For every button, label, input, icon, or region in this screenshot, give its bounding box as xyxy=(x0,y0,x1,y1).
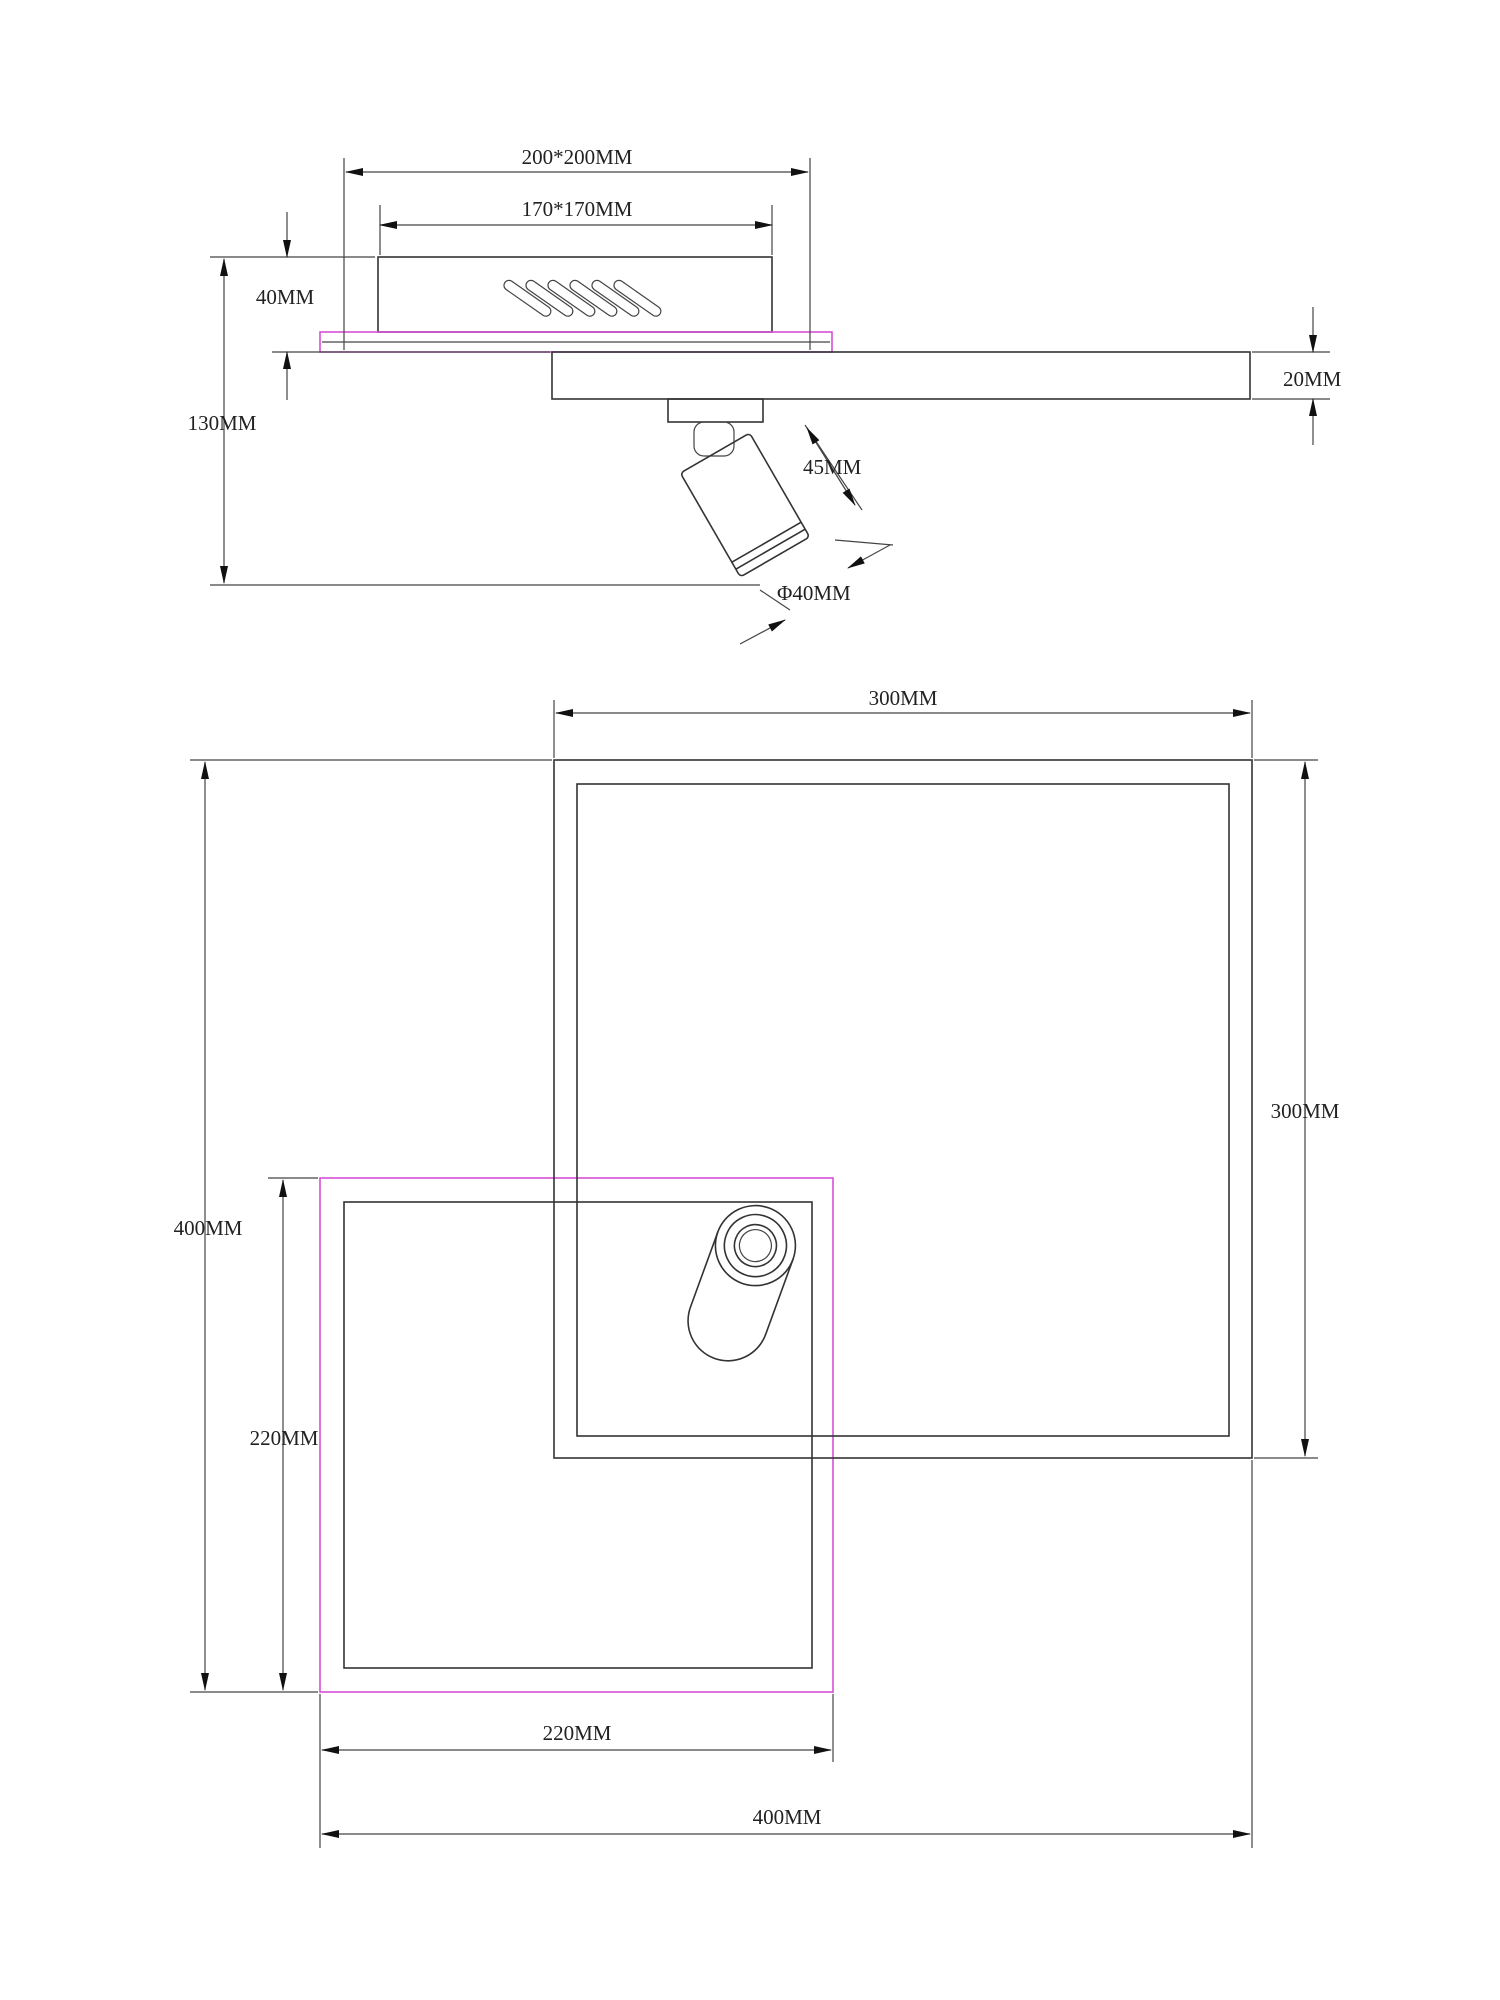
dim-label-130: 130MM xyxy=(188,411,257,435)
frame-bar-side xyxy=(551,351,1251,400)
dim-line-45 xyxy=(806,427,856,506)
dim-label-400-width: 400MM xyxy=(753,1805,822,1829)
dim-label-170x170: 170*170MM xyxy=(522,197,633,221)
dim-label-400-height: 400MM xyxy=(174,1216,243,1240)
dim-label-40: 40MM xyxy=(256,285,315,309)
dim-label-300-height: 300MM xyxy=(1271,1099,1340,1123)
large-square-inner xyxy=(576,783,1230,1437)
dim-label-220-width: 220MM xyxy=(543,1721,612,1745)
small-square-inner xyxy=(343,1201,813,1669)
dim-line-40-dia-b xyxy=(739,619,786,645)
spotlight-plan xyxy=(687,1204,797,1362)
dim-label-200x200: 200*200MM xyxy=(522,145,633,169)
side-extension-lines xyxy=(210,158,1330,611)
large-square-outer xyxy=(553,759,1253,1459)
dim-label-220-height: 220MM xyxy=(250,1426,319,1450)
dim-label-45: 45MM xyxy=(803,455,862,479)
top-extension-lines xyxy=(190,700,1318,1848)
top-view: 300MM 300MM 400MM 220MM 220MM 400MM xyxy=(174,686,1340,1848)
dim-label-20: 20MM xyxy=(1283,367,1342,391)
dim-label-diameter-40: Φ40MM xyxy=(777,581,851,605)
spot-mount xyxy=(667,398,764,423)
side-view: 200*200MM 170*170MM 40MM 130MM 20MM 45MM… xyxy=(188,145,1342,645)
vent-slots xyxy=(503,279,662,317)
spotlight-body xyxy=(681,433,809,577)
dim-label-300-width: 300MM xyxy=(869,686,938,710)
dim-line-40-dia-a xyxy=(847,544,891,569)
